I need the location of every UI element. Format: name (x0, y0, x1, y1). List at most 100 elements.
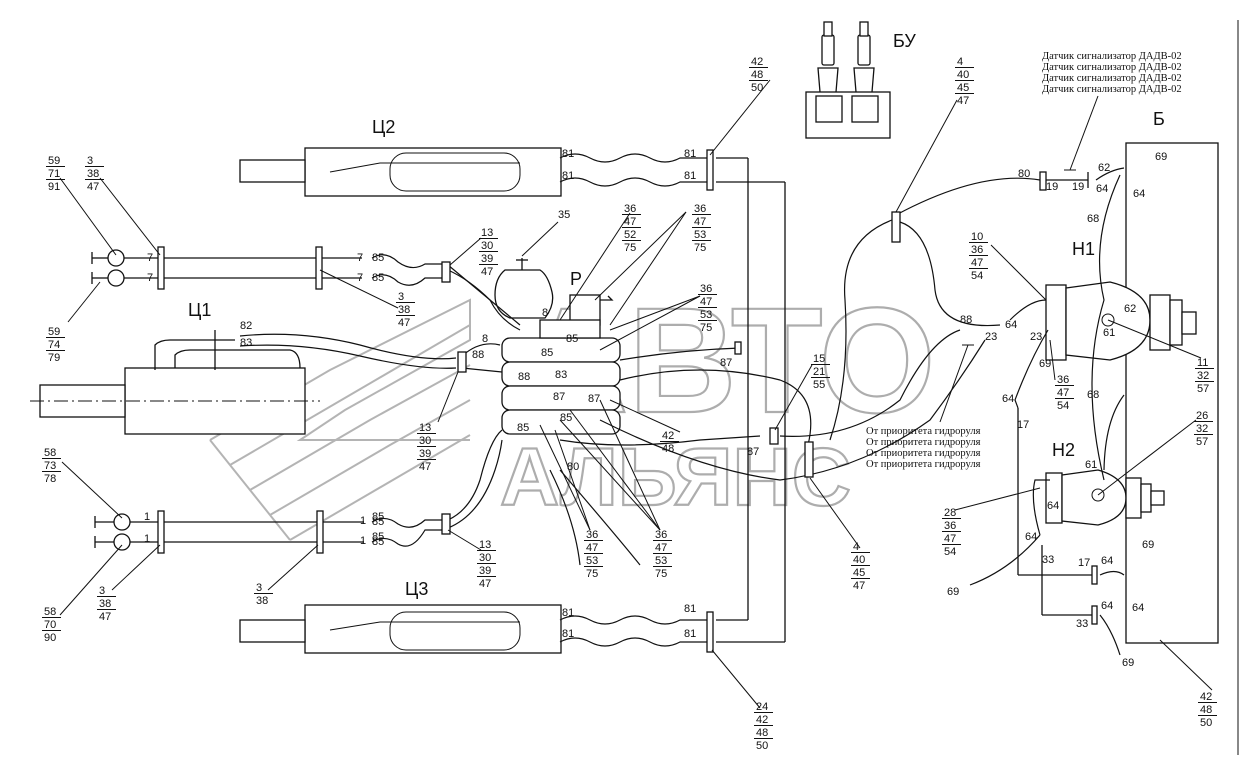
part-number: 80 (567, 461, 579, 473)
cylinder-c2: Ц2 (239, 117, 562, 197)
callout-number: 75 (694, 242, 706, 254)
callout-number: 47 (481, 266, 493, 278)
callout-number: 42 (756, 714, 768, 726)
part-number: 80 (1018, 168, 1030, 180)
callout-number: 48 (662, 443, 674, 455)
callout-number: 15 (813, 353, 825, 365)
callout-number: 47 (957, 95, 969, 107)
part-number: 87 (747, 446, 759, 458)
callout-number: 74 (48, 339, 60, 351)
callout-number: 47 (700, 296, 712, 308)
callout-number: 47 (853, 580, 865, 592)
callout-number: 42 (1200, 691, 1212, 703)
callout-number: 58 (44, 447, 56, 459)
callout-number: 54 (944, 546, 956, 558)
callout-number: 36 (694, 203, 706, 215)
callout-number: 3 (256, 582, 262, 594)
callout-number: 38 (256, 595, 268, 607)
callout-number: 71 (48, 168, 60, 180)
callout-number: 32 (1196, 423, 1208, 435)
callout-number: 30 (479, 552, 491, 564)
callout-number: 53 (694, 229, 706, 241)
pump-h2: Н2 (1045, 440, 1165, 526)
part-number: 64 (1101, 555, 1113, 567)
callout-number: 48 (751, 69, 763, 81)
callout-number: 30 (419, 435, 431, 447)
callout-stack: 35 (558, 209, 570, 221)
hoses (239, 153, 1125, 656)
callout-number: 48 (1200, 704, 1212, 716)
part-number: 8 (482, 333, 488, 345)
part-number: 68 (1087, 389, 1099, 401)
callout-number: 26 (1196, 410, 1208, 422)
part-number: 61 (1103, 327, 1115, 339)
part-number: 81 (562, 607, 574, 619)
part-number: 87 (553, 391, 565, 403)
callout-number: 47 (1057, 387, 1069, 399)
part-number: 81 (684, 603, 696, 615)
callout-number: 53 (586, 555, 598, 567)
pump-h1: Н1 (1045, 239, 1197, 361)
callout-number: 21 (813, 366, 825, 378)
callout-number: 13 (479, 539, 491, 551)
callout-number: 47 (971, 257, 983, 269)
part-number: 85 (560, 412, 572, 424)
part-number: 85 (372, 252, 384, 264)
part-number: 69 (1142, 539, 1154, 551)
tank-b: Б (1125, 109, 1219, 644)
callout-number: 36 (700, 283, 712, 295)
part-number: 19 (1046, 181, 1058, 193)
part-number: 88 (472, 349, 484, 361)
label-b: Б (1153, 109, 1165, 129)
callout-number: 78 (44, 473, 56, 485)
control-unit-bu: БУ (805, 21, 916, 139)
callout-number: 38 (398, 304, 410, 316)
part-number: 61 (1085, 459, 1097, 471)
callout-number: 30 (481, 240, 493, 252)
part-number: 7 (357, 272, 363, 284)
part-number: 85 (517, 422, 529, 434)
callout-number: 57 (1197, 383, 1209, 395)
sensor-line: Датчик сигнализатор ДАДВ-02 (1042, 62, 1182, 73)
callout-number: 45 (957, 82, 969, 94)
callout-number: 11 (1197, 357, 1208, 369)
callout-number: 28 (944, 507, 956, 519)
callout-number: 45 (853, 567, 865, 579)
callout-number: 35 (558, 209, 570, 221)
callout-number: 36 (971, 244, 983, 256)
part-number: 1 (144, 533, 150, 545)
callout-number: 50 (756, 740, 768, 752)
callout-number: 39 (419, 448, 431, 460)
part-number: 7 (357, 252, 363, 264)
priority-line: От приоритета гидроруля (866, 426, 981, 437)
watermark-chevron (209, 298, 471, 541)
part-number: 1 (360, 515, 366, 527)
part-number: 64 (1025, 531, 1037, 543)
label-h1: Н1 (1072, 239, 1095, 259)
callout-number: 36 (655, 529, 667, 541)
priority-text: От приоритета гидроруля От приоритета ги… (866, 426, 981, 470)
part-number: 85 (566, 333, 578, 345)
part-number: 69 (947, 586, 959, 598)
part-number: 82 (240, 320, 252, 332)
callout-number: 40 (957, 69, 969, 81)
callout-number: 47 (479, 578, 491, 590)
callout-number: 48 (756, 727, 768, 739)
callout-number: 70 (44, 619, 56, 631)
priority-line: От приоритета гидроруля (866, 459, 981, 470)
callout-number: 42 (662, 430, 674, 442)
callout-number: 50 (1200, 717, 1212, 729)
sensor-text: Датчик сигнализатор ДАДВ-02 Датчик сигна… (1042, 51, 1182, 95)
